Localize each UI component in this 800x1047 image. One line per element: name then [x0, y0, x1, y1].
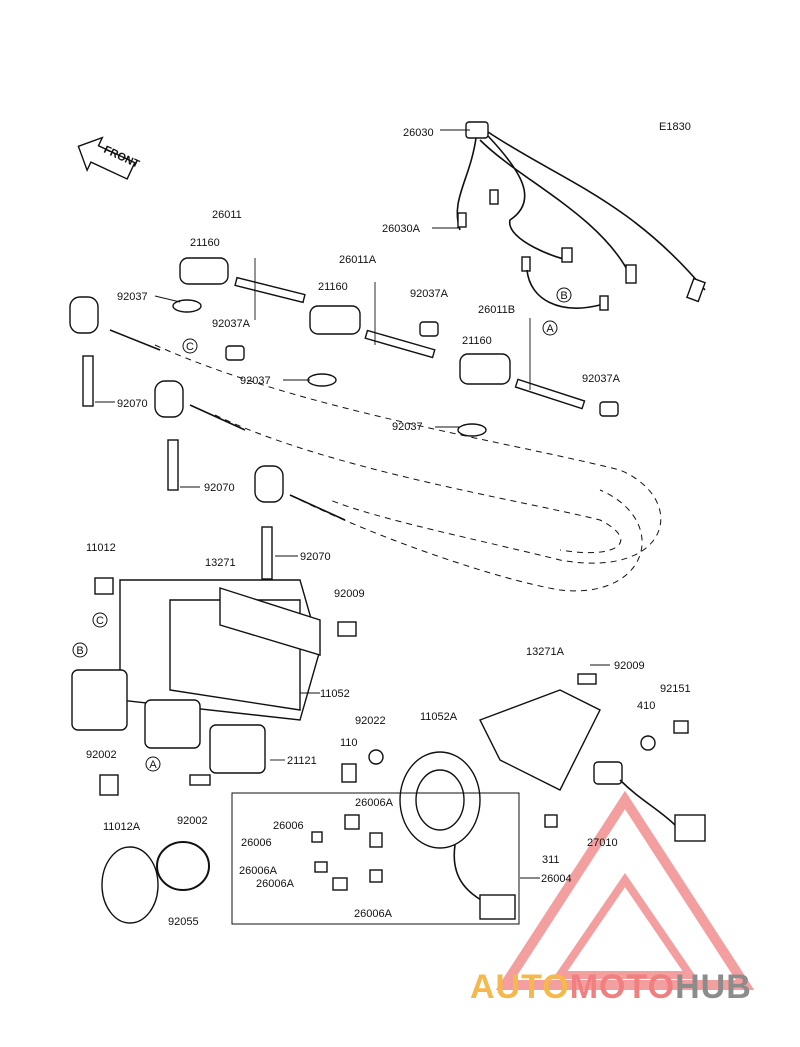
part-label: 92070 — [204, 482, 235, 494]
callout-a: A A — [145, 320, 558, 772]
part-label: 21121 — [287, 755, 317, 767]
part-label: 26004 — [541, 873, 572, 885]
part-label: 92009 — [334, 588, 365, 600]
part-label: 92037A — [212, 318, 251, 330]
part-label: 311 — [542, 854, 560, 866]
part-label: 26006A — [239, 865, 278, 877]
part-label: 92151 — [660, 683, 691, 695]
part-label: 92002 — [86, 749, 117, 761]
watermark-logo — [495, 790, 755, 990]
part-label: 92009 — [614, 660, 645, 672]
part-label: 21160 — [318, 281, 348, 293]
part-label: 92070 — [117, 398, 148, 410]
svg-text:C: C — [96, 615, 104, 627]
watermark-part2: MOTO — [570, 968, 675, 1006]
part-label: 92002 — [177, 815, 208, 827]
main-harness — [456, 121, 706, 311]
svg-text:A: A — [149, 759, 157, 771]
part-label: 26030 — [403, 127, 434, 139]
part-label: 27010 — [587, 837, 618, 849]
plug-leads — [69, 296, 662, 592]
coil-assembly — [71, 577, 357, 796]
watermark-text: AUTOMOTOHUB — [470, 968, 752, 1006]
part-label: 92037 — [117, 291, 148, 303]
part-label: 26006A — [256, 878, 295, 890]
diagram-code: E1830 — [659, 121, 691, 133]
part-label: 26030A — [382, 223, 421, 235]
part-label: 26011A — [339, 254, 377, 266]
pickup-assembly — [341, 673, 706, 920]
part-label: 92037A — [410, 288, 449, 300]
svg-text:B: B — [560, 290, 567, 302]
leader-lines — [95, 129, 610, 879]
svg-text:A: A — [546, 323, 554, 335]
callout-c: C C — [92, 338, 198, 628]
part-label: 26006 — [273, 820, 304, 832]
small-parts-box — [231, 792, 520, 925]
part-label: 92070 — [300, 551, 331, 563]
part-label: 410 — [637, 700, 655, 712]
svg-text:C: C — [186, 341, 194, 353]
part-label: 11052A — [420, 711, 458, 723]
part-label: 92037 — [240, 375, 271, 387]
part-label: 21160 — [190, 237, 220, 249]
part-label: 92037A — [582, 373, 621, 385]
part-label: 13271A — [526, 646, 565, 658]
part-label: 26006 — [241, 837, 272, 849]
part-label: 11012 — [86, 542, 116, 554]
part-labels: 26030 26030A 26011 21160 26011A 21160 92… — [86, 127, 691, 928]
part-label: 11052 — [320, 688, 350, 700]
part-label: 110 — [340, 737, 358, 749]
part-label: 92055 — [168, 916, 199, 928]
svg-text:B: B — [76, 645, 83, 657]
cover-and-gasket — [101, 841, 210, 924]
watermark-part1: AUTO — [470, 968, 570, 1006]
small-parts — [311, 814, 383, 891]
part-label: 92022 — [355, 715, 386, 727]
part-label: 13271 — [205, 557, 236, 569]
part-label: 26011 — [212, 209, 242, 221]
part-label: 26006A — [355, 797, 394, 809]
part-label: 92037 — [392, 421, 423, 433]
coil-boots — [179, 257, 586, 410]
front-arrow-icon — [77, 136, 136, 180]
part-label: 26006A — [354, 908, 393, 920]
part-label: 11012A — [103, 821, 141, 833]
part-label: 26011B — [478, 304, 515, 316]
watermark-part3: HUB — [675, 968, 752, 1006]
callout-b: B B — [72, 287, 572, 658]
part-label: 21160 — [462, 335, 492, 347]
